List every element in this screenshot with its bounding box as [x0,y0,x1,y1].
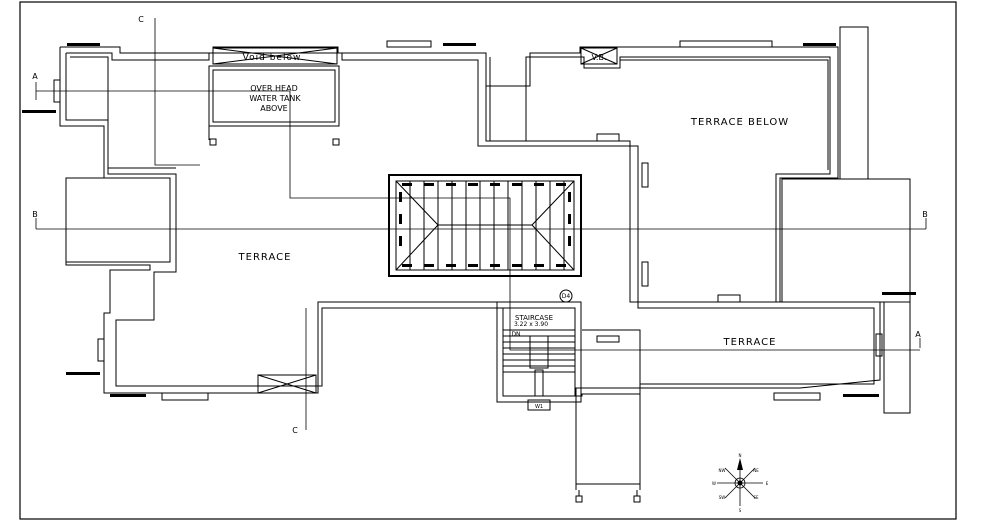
dn-label: DN [511,331,520,338]
compass-e: E [766,481,769,486]
ohwt-line-2: WATER TANK [249,94,301,103]
section-a-right: A [915,330,921,339]
section-b-left: B [32,210,38,219]
section-a-left: A [32,72,38,81]
section-b-right: B [922,210,928,219]
ohwt-line-1: OVER HEAD [250,84,298,93]
compass-rose: N S E W NE NW SE SW [712,453,769,513]
compass-s: S [739,508,742,513]
section-c-top: C [138,15,144,24]
central-skylight [388,174,582,277]
staircase-label: STAIRCASE [515,314,553,322]
staircase-dim: 3.22 x 3.90 [514,321,548,328]
south-passage [575,329,641,503]
door-tag: D4 [562,293,571,300]
section-c-bottom: C [292,426,298,435]
vb-label: V.B. [591,53,606,62]
right-block-walls [485,26,911,414]
windows [53,40,883,401]
terrace-left-label: TERRACE [238,252,292,263]
compass-sw: SW [719,495,726,500]
vb-box [580,47,618,65]
compass-ne: NE [753,468,759,473]
void-below-label: Void below [243,53,302,63]
ohwt-line-3: ABOVE [260,104,288,113]
section-lines [35,18,927,430]
void-and-tank [208,47,340,146]
landing-tag: W1 [535,404,543,410]
compass-w: W [712,481,716,486]
compass-se: SE [753,495,759,500]
thick-sills [22,43,916,397]
staircase [496,289,582,411]
terrace-below-label: TERRACE BELOW [690,117,789,128]
compass-nw: NW [719,468,726,473]
terrace-right-label: TERRACE [723,337,777,348]
lower-void [257,374,317,394]
left-projection [65,177,171,263]
sheet-border [19,1,957,520]
compass-n: N [739,453,742,458]
